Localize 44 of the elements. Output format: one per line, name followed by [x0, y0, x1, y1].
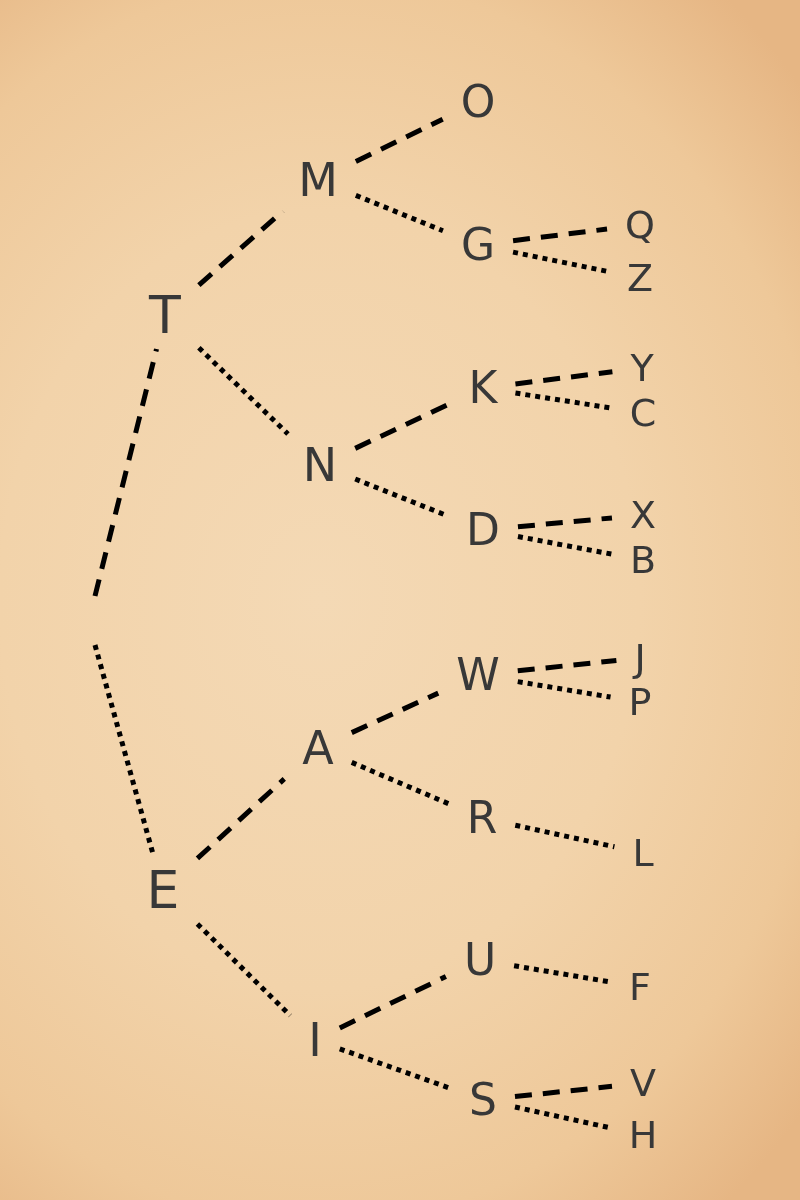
morse-letter: Z: [627, 259, 653, 297]
morse-letter: E: [146, 864, 180, 916]
morse-letter: M: [298, 157, 338, 203]
morse-letter: T: [149, 289, 181, 341]
morse-letter: F: [629, 968, 651, 1006]
morse-letter: R: [466, 796, 498, 840]
morse-letter: N: [302, 442, 338, 488]
morse-letter: W: [456, 653, 500, 697]
dashed-line: [515, 369, 613, 387]
morse-letter: B: [629, 541, 657, 579]
dashed-line: [514, 1083, 613, 1100]
morse-letter: Q: [625, 206, 655, 244]
dotted-line: [515, 390, 613, 411]
dotted-line: [197, 346, 290, 436]
dashed-line: [92, 348, 159, 597]
dashed-line: [354, 116, 444, 164]
morse-letter: J: [634, 639, 646, 677]
dotted-line: [350, 760, 450, 807]
morse-letter: I: [308, 1017, 322, 1063]
morse-letter: O: [460, 80, 496, 124]
morse-letter: U: [463, 938, 497, 982]
morse-letter: P: [628, 683, 652, 721]
morse-letter: C: [629, 394, 657, 432]
morse-letter: L: [632, 834, 654, 872]
dashed-line: [512, 226, 608, 244]
morse-letter: H: [628, 1116, 658, 1154]
morse-letter: G: [460, 223, 496, 267]
dotted-line: [517, 679, 611, 700]
morse-letter: D: [466, 508, 500, 552]
morse-letter: V: [630, 1064, 656, 1102]
morse-letter: S: [469, 1078, 497, 1122]
dotted-line: [354, 193, 444, 234]
morse-letter: A: [302, 725, 334, 771]
dashed-line: [517, 658, 617, 674]
dotted-line: [338, 1046, 452, 1091]
morse-letter: K: [468, 366, 498, 410]
dashed-line: [350, 690, 440, 735]
dashed-line: [338, 974, 447, 1031]
dashed-line: [517, 515, 613, 530]
dotted-line: [517, 534, 613, 557]
dashed-line: [195, 777, 286, 861]
morse-letter: Y: [630, 349, 654, 387]
morse-letter: X: [630, 496, 656, 534]
dotted-line: [514, 822, 615, 850]
